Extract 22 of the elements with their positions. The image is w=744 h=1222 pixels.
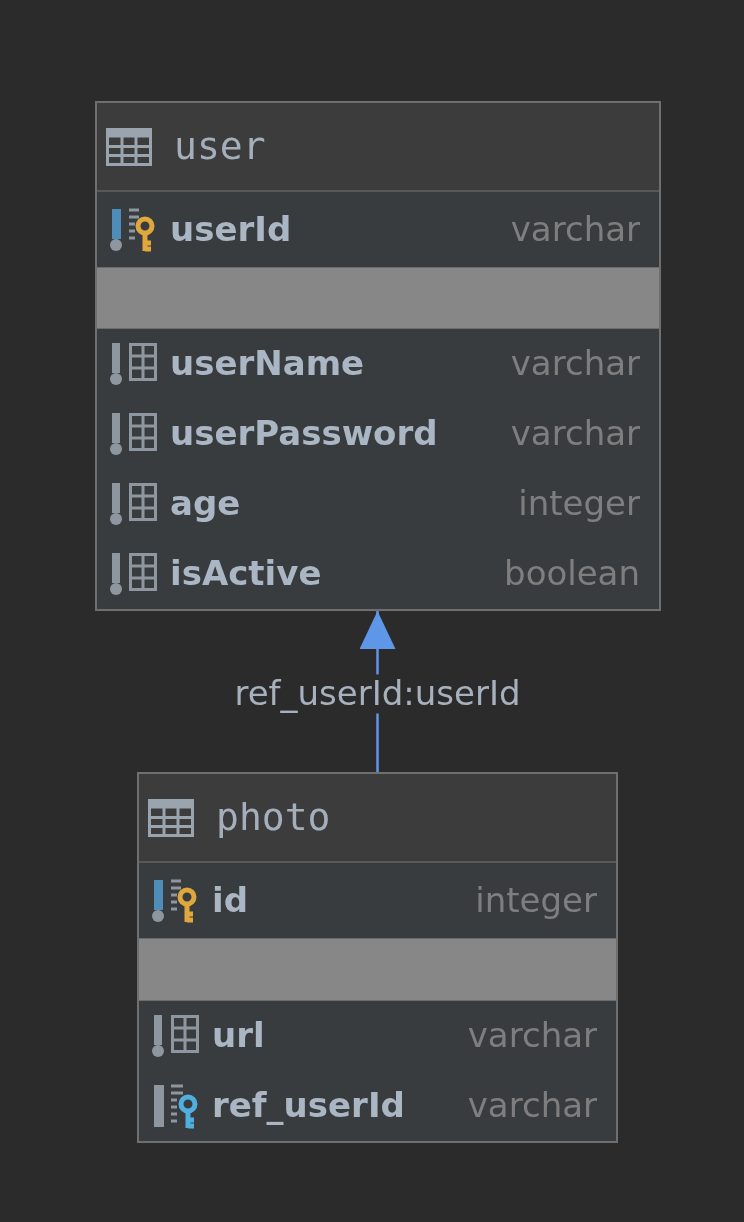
divider-band <box>97 267 659 329</box>
column-type: varchar <box>466 1086 597 1126</box>
column-name: id <box>212 880 248 921</box>
column-name: url <box>212 1016 265 1056</box>
column-type: varchar <box>509 344 640 384</box>
column-name: ref_userId <box>212 1086 405 1126</box>
table-card <box>95 101 661 611</box>
column-type: varchar <box>466 1016 597 1056</box>
table-title: user <box>174 125 266 168</box>
table-card <box>137 772 618 1143</box>
column-type: varchar <box>509 414 640 454</box>
column-name: age <box>170 484 241 524</box>
column-type: varchar <box>509 209 640 250</box>
column-name: userId <box>170 209 292 250</box>
table-title: photo <box>216 796 331 839</box>
column-type: integer <box>517 484 640 524</box>
column-name: userName <box>170 344 365 384</box>
column-name: userPassword <box>170 414 438 454</box>
column-type: integer <box>474 880 597 921</box>
column-type: boolean <box>503 554 640 594</box>
column-name: isActive <box>170 554 322 594</box>
divider-band <box>139 938 616 1001</box>
